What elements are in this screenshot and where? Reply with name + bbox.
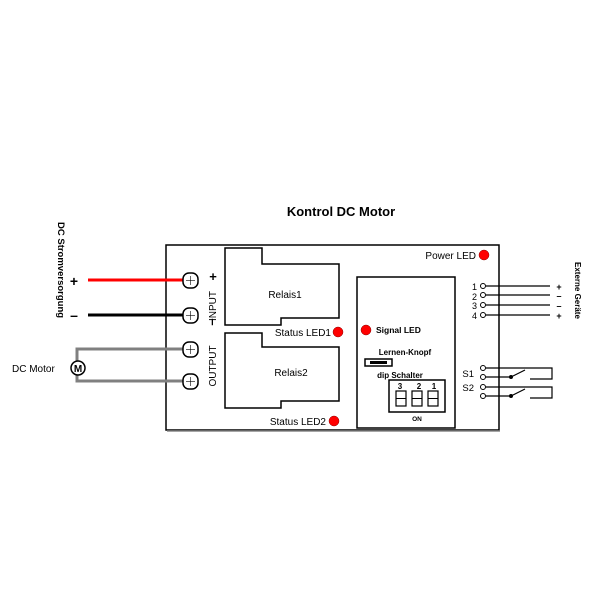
relay-2 [224,332,340,409]
ext-polarity-3: – [556,301,561,311]
relay-1-label: Relais1 [268,290,302,301]
power-led-label: Power LED [425,251,476,262]
dip-switch-label: dip Schalter [377,371,423,380]
switch-s1-lever [510,369,526,378]
ext-polarity-4: + [556,311,561,321]
motor-label: DC Motor [12,364,55,375]
power-plus-sign: + [70,273,78,289]
status-led-1-label: Status LED1 [275,328,332,339]
ext-terminal-2-label: 2 [472,292,477,302]
dip-number-2: 2 [417,382,422,391]
input-label: INPUT [208,291,219,321]
motor-wire-bottom [75,374,190,383]
motor-icon [70,360,86,376]
ext-terminal-1-label: 1 [472,282,477,292]
output-label: OUTPUT [208,345,219,386]
s2-terminal-a [480,384,486,390]
switch-s2-label: S2 [462,383,474,394]
diagram-title: Kontrol DC Motor [287,204,395,219]
motor-symbol: M [74,364,82,375]
input-terminal-plus [182,272,199,289]
dip-on-label: ON [412,416,422,423]
dip-number-3: 3 [398,382,403,391]
switch-s2-lever [510,388,526,397]
ext-terminal-3 [480,302,486,308]
learn-button-label: Lernen-Knopf [379,348,432,357]
dip-switch-1[interactable] [427,390,439,407]
ext-polarity-2: – [556,291,561,301]
external-devices-label: Externe Geräte [573,262,582,319]
ext-terminal-2 [480,292,486,298]
status-led-2-label: Status LED2 [270,417,327,428]
dip-number-1: 1 [432,382,437,391]
relay-1 [224,247,340,326]
dip-switch-3[interactable] [395,390,407,407]
status-led-1 [332,326,344,338]
signal-led [360,324,372,336]
ext-terminal-4 [480,312,486,318]
input-plus-sign: + [209,269,217,284]
s1-terminal-b [480,374,486,380]
dip-switch-2[interactable] [411,390,423,407]
switch-s1-label: S1 [462,369,474,380]
ext-terminal-3-label: 3 [472,301,477,311]
external-terminals: 1 2 3 4 + – – + [472,282,562,321]
relay-2-label: Relais2 [274,368,308,379]
input-terminal-minus [182,307,199,324]
output-terminal-2 [182,373,199,390]
motor-wire-top [75,347,190,362]
learn-button-slot [370,361,387,364]
ext-polarity-1: + [556,282,561,292]
s1-terminal-a [480,365,486,371]
s1-wire-a [486,367,553,380]
output-terminal-1 [182,341,199,358]
ext-terminal-1 [480,283,486,289]
signal-led-label: Signal LED [376,325,421,335]
power-led [478,249,490,261]
power-supply-label: DC Stromversorgung [55,222,66,318]
s2-terminal-b [480,393,486,399]
input-minus-sign: – [204,318,219,325]
status-led-2 [328,415,340,427]
s2-wire-a [486,386,553,399]
ext-terminal-4-label: 4 [472,311,477,321]
power-minus-sign: – [70,307,78,323]
